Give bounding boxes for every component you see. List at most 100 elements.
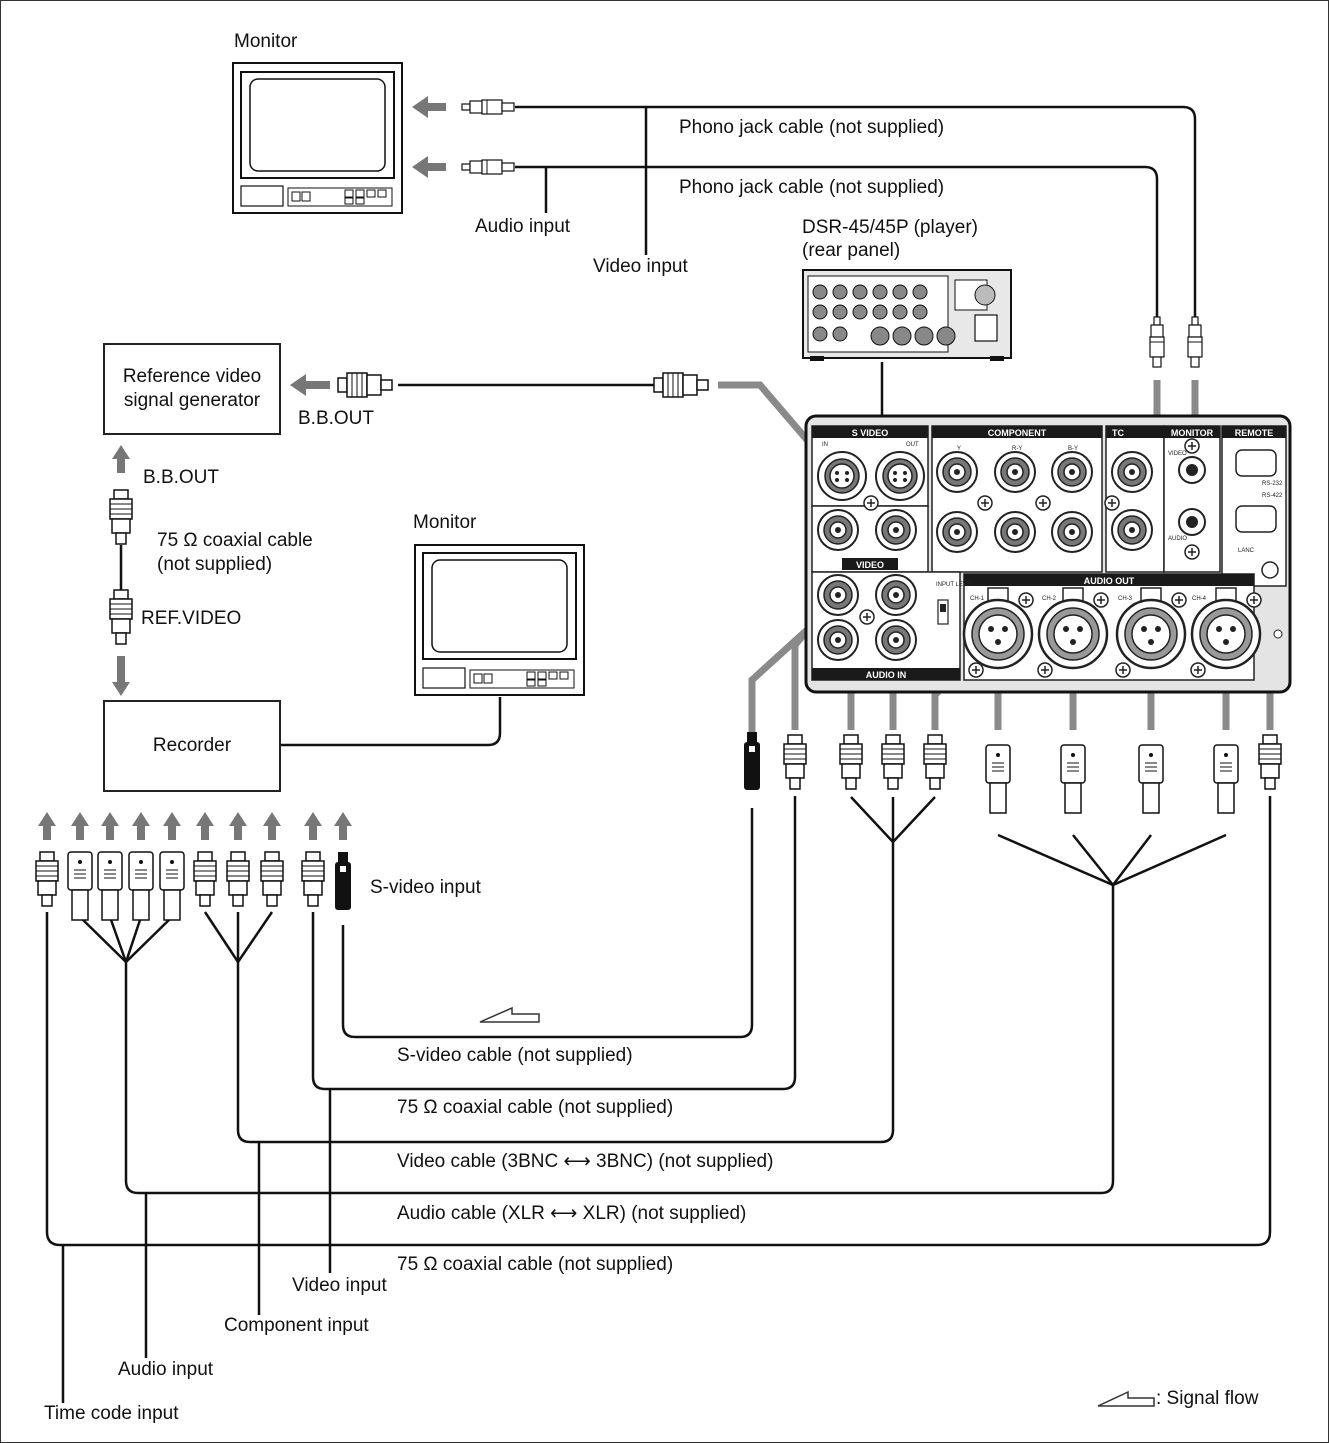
audio-cable <box>124 885 1115 1195</box>
comp-by-label: B-Y <box>1068 446 1078 452</box>
monitor-top-label: Monitor <box>234 31 298 52</box>
video-coax-cable <box>311 796 797 1091</box>
rs422-port <box>1235 505 1277 533</box>
lanc-jack <box>1261 561 1279 579</box>
video-input-rec-label: Video input <box>292 1275 387 1296</box>
svideo-cable <box>341 808 754 1039</box>
tc-in-jack <box>1111 451 1153 493</box>
svideo-in-label: IN <box>822 442 828 448</box>
comp-ry-in-jack <box>994 451 1036 493</box>
video-in-jack <box>817 509 859 551</box>
signal-arrow-icon <box>112 656 130 696</box>
bnc-connector-icon <box>1258 734 1282 790</box>
panel-header-remote: REMOTE <box>1235 428 1274 438</box>
comp-ry-label: R-Y <box>1012 446 1022 452</box>
audio-out-ch2-label: CH-2 <box>1042 596 1057 602</box>
audio-cable-fan-rec <box>79 916 173 964</box>
bb-out-gen-label: B.B.OUT <box>298 408 375 429</box>
phono-cable-video <box>515 105 1197 318</box>
signal-arrow-icon <box>71 812 89 840</box>
coax-ref-label-1: 75 Ω coaxial cable <box>157 530 313 551</box>
svideo-input-label: S-video input <box>370 877 481 898</box>
audio-in-ch4-jack <box>875 619 917 661</box>
input-level-label: INPUT LEVEL <box>936 582 975 588</box>
phono-cable-1-label: Phono jack cable (not supplied) <box>679 117 945 138</box>
signal-arrow-icon <box>263 812 281 840</box>
audio-cable-fan-player <box>997 833 1227 887</box>
signal-arrow-icon <box>163 812 181 840</box>
ref-video-label: REF.VIDEO <box>141 608 242 629</box>
bnc-connector-icon <box>260 851 284 907</box>
signal-flow-icon <box>1097 1390 1155 1407</box>
rca-plug-icon <box>461 159 515 175</box>
comp-by-in-jack <box>1051 451 1093 493</box>
comp-y-in-jack <box>936 451 978 493</box>
svideo-cable-label: S-video cable (not supplied) <box>397 1045 633 1066</box>
recorder-monitor-cable <box>281 697 502 747</box>
thin-cables <box>45 105 1272 1403</box>
player-rear-panel: S VIDEO COMPONENT TC MONITOR REMOTE VIDE… <box>804 414 1292 694</box>
bnc-connector-icon <box>839 734 863 790</box>
rca-plug-icon <box>461 99 515 115</box>
audio-in-ch3-jack <box>875 574 917 616</box>
comp-by-out-jack <box>1051 511 1093 553</box>
audio-out-ch1-label: CH-1 <box>970 596 985 602</box>
timecode-cable <box>45 796 1272 1247</box>
signal-arrow-icon <box>290 374 330 396</box>
xlr-connector-icon <box>67 851 93 921</box>
xlr-connector-icon <box>1213 744 1239 814</box>
xlr-connector-icon <box>1060 744 1086 814</box>
phono-cable-2-label: Phono jack cable (not supplied) <box>679 177 945 198</box>
audio-out-ch4-label: CH-4 <box>1192 596 1207 602</box>
bnc-connector-icon <box>226 851 250 907</box>
audio-in-ch1-jack <box>817 574 859 616</box>
bnc-connector-icon <box>783 734 807 790</box>
rs422-label: RS-422 <box>1262 493 1283 499</box>
bnc-connector-icon <box>301 851 325 907</box>
component-cable <box>236 842 895 1144</box>
bnc-connector-icon <box>337 372 393 398</box>
svideo-out-jack <box>875 451 925 501</box>
signal-arrow-icon <box>196 812 214 840</box>
signal-flow-icon <box>479 1006 540 1023</box>
coax-tc-cable-label: 75 Ω coaxial cable (not supplied) <box>397 1254 674 1275</box>
rca-plug-icon <box>1149 316 1165 368</box>
video-input-monitor-label: Video input <box>593 256 688 277</box>
ref-gen-label-1: Reference video <box>122 366 262 387</box>
signal-arrow-icon <box>334 812 352 840</box>
lanc-label: LANC <box>1238 548 1255 554</box>
panel-header-tc: TC <box>1112 428 1124 438</box>
recorder-label: Recorder <box>152 735 232 756</box>
middle-monitor <box>414 544 585 696</box>
panel-header-svideo: S VIDEO <box>852 428 889 438</box>
signal-arrow-icon <box>412 96 446 118</box>
signal-arrow-icon <box>229 812 247 840</box>
bnc-connector-icon <box>109 589 133 645</box>
timecode-input-label: Time code input <box>44 1403 179 1424</box>
bnc-connector-icon <box>653 372 709 398</box>
panel-header-monitor: MONITOR <box>1171 428 1214 438</box>
xlr-connector-icon <box>159 851 185 921</box>
rs232-port <box>1235 449 1277 477</box>
svideo-plug-icon <box>744 732 760 790</box>
svideo-out-label: OUT <box>906 442 919 448</box>
player-rear-thumbnail <box>802 269 1012 361</box>
player-name-label: DSR-45/45P (player) <box>802 217 979 238</box>
signal-arrow-icon <box>304 812 322 840</box>
panel-header-audio-in: AUDIO IN <box>866 670 907 680</box>
bnc-connector-icon <box>193 851 217 907</box>
audio-in-ch2-jack <box>817 619 859 661</box>
svideo-plug-icon <box>335 852 351 910</box>
bnc-connector-icon <box>109 489 133 545</box>
signal-arrow-icon <box>38 812 56 840</box>
comp-y-out-jack <box>936 511 978 553</box>
bnc-connector-icon <box>923 734 947 790</box>
panel-header-audio-out: AUDIO OUT <box>1084 576 1135 586</box>
monitor-mid-label: Monitor <box>413 512 477 533</box>
svideo-in-jack <box>817 451 867 501</box>
signal-arrow-icon <box>132 812 150 840</box>
audio-out-ch3-label: CH-3 <box>1118 596 1133 602</box>
bb-out-rec-label: B.B.OUT <box>143 467 220 488</box>
top-monitor <box>232 62 403 214</box>
